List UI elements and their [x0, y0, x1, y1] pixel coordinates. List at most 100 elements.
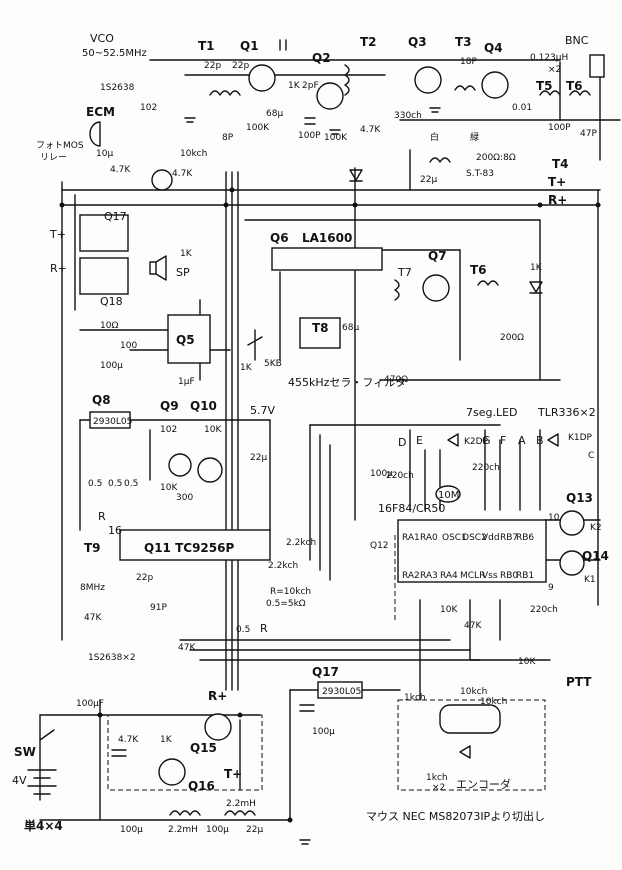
transistor-q1-symbol	[248, 64, 276, 92]
label-q14: Q14	[582, 549, 609, 563]
label-pin-osc1: OSC1	[442, 533, 467, 543]
label-91p: 91P	[150, 603, 167, 613]
label-1k-vr: 1K	[240, 363, 253, 373]
label-k1: K1	[584, 575, 596, 585]
label-pin-mclr: MCLR	[460, 571, 485, 581]
power-switch-symbol	[39, 729, 55, 741]
label-vco-freq: 50~52.5MHz	[82, 48, 147, 59]
label-seg-g: G	[482, 434, 491, 447]
label-47k-bias: 47K	[178, 643, 196, 653]
label-q3: Q3	[408, 35, 427, 49]
label-22u-top: 22μ	[420, 175, 437, 185]
ic-pic16f84-box	[397, 519, 547, 583]
label-q13: Q13	[566, 491, 593, 505]
label-tplus-power: T+	[224, 767, 242, 781]
relay-q17-box	[79, 214, 129, 252]
label-r-div: R	[260, 622, 268, 635]
label-st83: S.T-83	[466, 169, 494, 179]
ic-tc9256p-box	[119, 529, 271, 561]
capacitor-symbol	[304, 117, 316, 125]
label-rplus-power: R+	[208, 689, 227, 703]
label-q11-tc9256p: Q11 TC9256P	[144, 541, 234, 555]
label-4-7k: 4.7K	[360, 125, 381, 135]
label-t1: T1	[198, 39, 215, 53]
label-22u-b: 22μ	[246, 825, 263, 835]
coil-2-2mh-left-symbol	[169, 810, 201, 816]
label-q5: Q5	[176, 333, 195, 347]
label-5v: 5.7V	[250, 404, 275, 417]
label-pin-rb6: RB6	[516, 533, 534, 543]
label-pin-vdd: Vdd	[482, 533, 500, 543]
label-100uf: 100μF	[76, 699, 104, 709]
label-2930l05-q8: 2930L05	[93, 417, 132, 427]
capacitor-symbol	[299, 704, 315, 712]
transistor-q7-symbol	[422, 274, 450, 302]
label-q10: Q10	[190, 399, 217, 413]
label-1s2638: 1S2638	[100, 83, 135, 93]
coil-t3-symbol	[454, 85, 476, 91]
label-bnc: BNC	[565, 34, 589, 47]
label-47p: 47P	[580, 129, 597, 139]
label-0-5-c: 0.5	[124, 479, 138, 489]
label-200ohm: 200Ω	[500, 333, 524, 343]
label-ptt: PTT	[566, 675, 592, 689]
label-100-q5: 100	[120, 341, 137, 351]
label-pin-9: 9	[548, 583, 554, 593]
coil-t6-symbol	[477, 280, 499, 286]
label-seg-c: C	[588, 451, 594, 461]
label-22p-b: 22p	[232, 61, 249, 71]
encoder-led-symbol	[459, 745, 471, 759]
label-t8: T8	[312, 321, 329, 335]
label-100u-q17: 100μ	[312, 727, 335, 737]
label-pin-ra2: RA2	[402, 571, 420, 581]
diode-symbol	[529, 281, 543, 294]
label-102: 102	[160, 425, 177, 435]
transistor-q16-symbol	[158, 758, 186, 786]
label-pic-name: 16F84/CR50	[378, 502, 445, 515]
label-1k-power: 1K	[160, 735, 173, 745]
coil-2-2mh-right-symbol	[224, 810, 256, 816]
label-10u: 10μ	[96, 149, 113, 159]
label-22u: 22μ	[250, 453, 267, 463]
label-4v: 4V	[12, 774, 27, 787]
speaker-symbol	[149, 255, 167, 281]
label-k1dp: K1DP	[568, 433, 593, 443]
label-q17-reg: Q17	[312, 665, 339, 679]
label-10ohm: 10Ω	[100, 321, 118, 331]
label-pin-vss: Vss	[482, 571, 498, 581]
label-0-01: 0.01	[512, 103, 532, 113]
label-2pf: 2pF	[302, 81, 319, 91]
label-0-5-5k: 0.5=5kΩ	[266, 599, 306, 609]
label-k2dp: K2DP	[464, 437, 489, 447]
label-10kch: 10kch	[180, 149, 207, 159]
label-q17-relay: Q17	[104, 210, 127, 223]
label-100u-b: 100μ	[206, 825, 229, 835]
label-0-5-a: 0.5	[88, 479, 102, 489]
label-x2: ×2	[548, 65, 561, 75]
label-pin-10: 10	[548, 513, 560, 523]
label-10kch-enc-a: 10kch	[460, 687, 487, 697]
label-1kch-enc: 1kch	[404, 693, 426, 703]
led-k1-symbol	[547, 433, 559, 447]
relay-q18-box	[79, 257, 129, 295]
label-8mhz: 8MHz	[80, 583, 105, 593]
label-4-7k-mic-b: 4.7K	[172, 169, 193, 179]
battery-symbol	[27, 769, 57, 795]
component-symbols	[27, 39, 605, 845]
label-2-2mh-a: 2.2mH	[168, 825, 198, 835]
ground-mark	[429, 107, 441, 113]
trimmer-5kb-symbol	[247, 329, 263, 361]
label-10kch-enc-b: 10kch	[480, 697, 507, 707]
label-la1600: LA1600	[302, 231, 352, 245]
label-100u-a: 100μ	[120, 825, 143, 835]
ground-mark	[299, 839, 311, 845]
label-tplus-top: T+	[548, 175, 566, 189]
label-tplus-relay: T+	[49, 228, 66, 241]
label-100k: 100K	[324, 133, 348, 143]
coil-t7-symbol	[394, 279, 400, 301]
label-coil-0123uh: 0.123μH	[530, 53, 568, 63]
label-10m: 10M	[438, 490, 459, 501]
transistor-q9-symbol	[168, 453, 192, 477]
